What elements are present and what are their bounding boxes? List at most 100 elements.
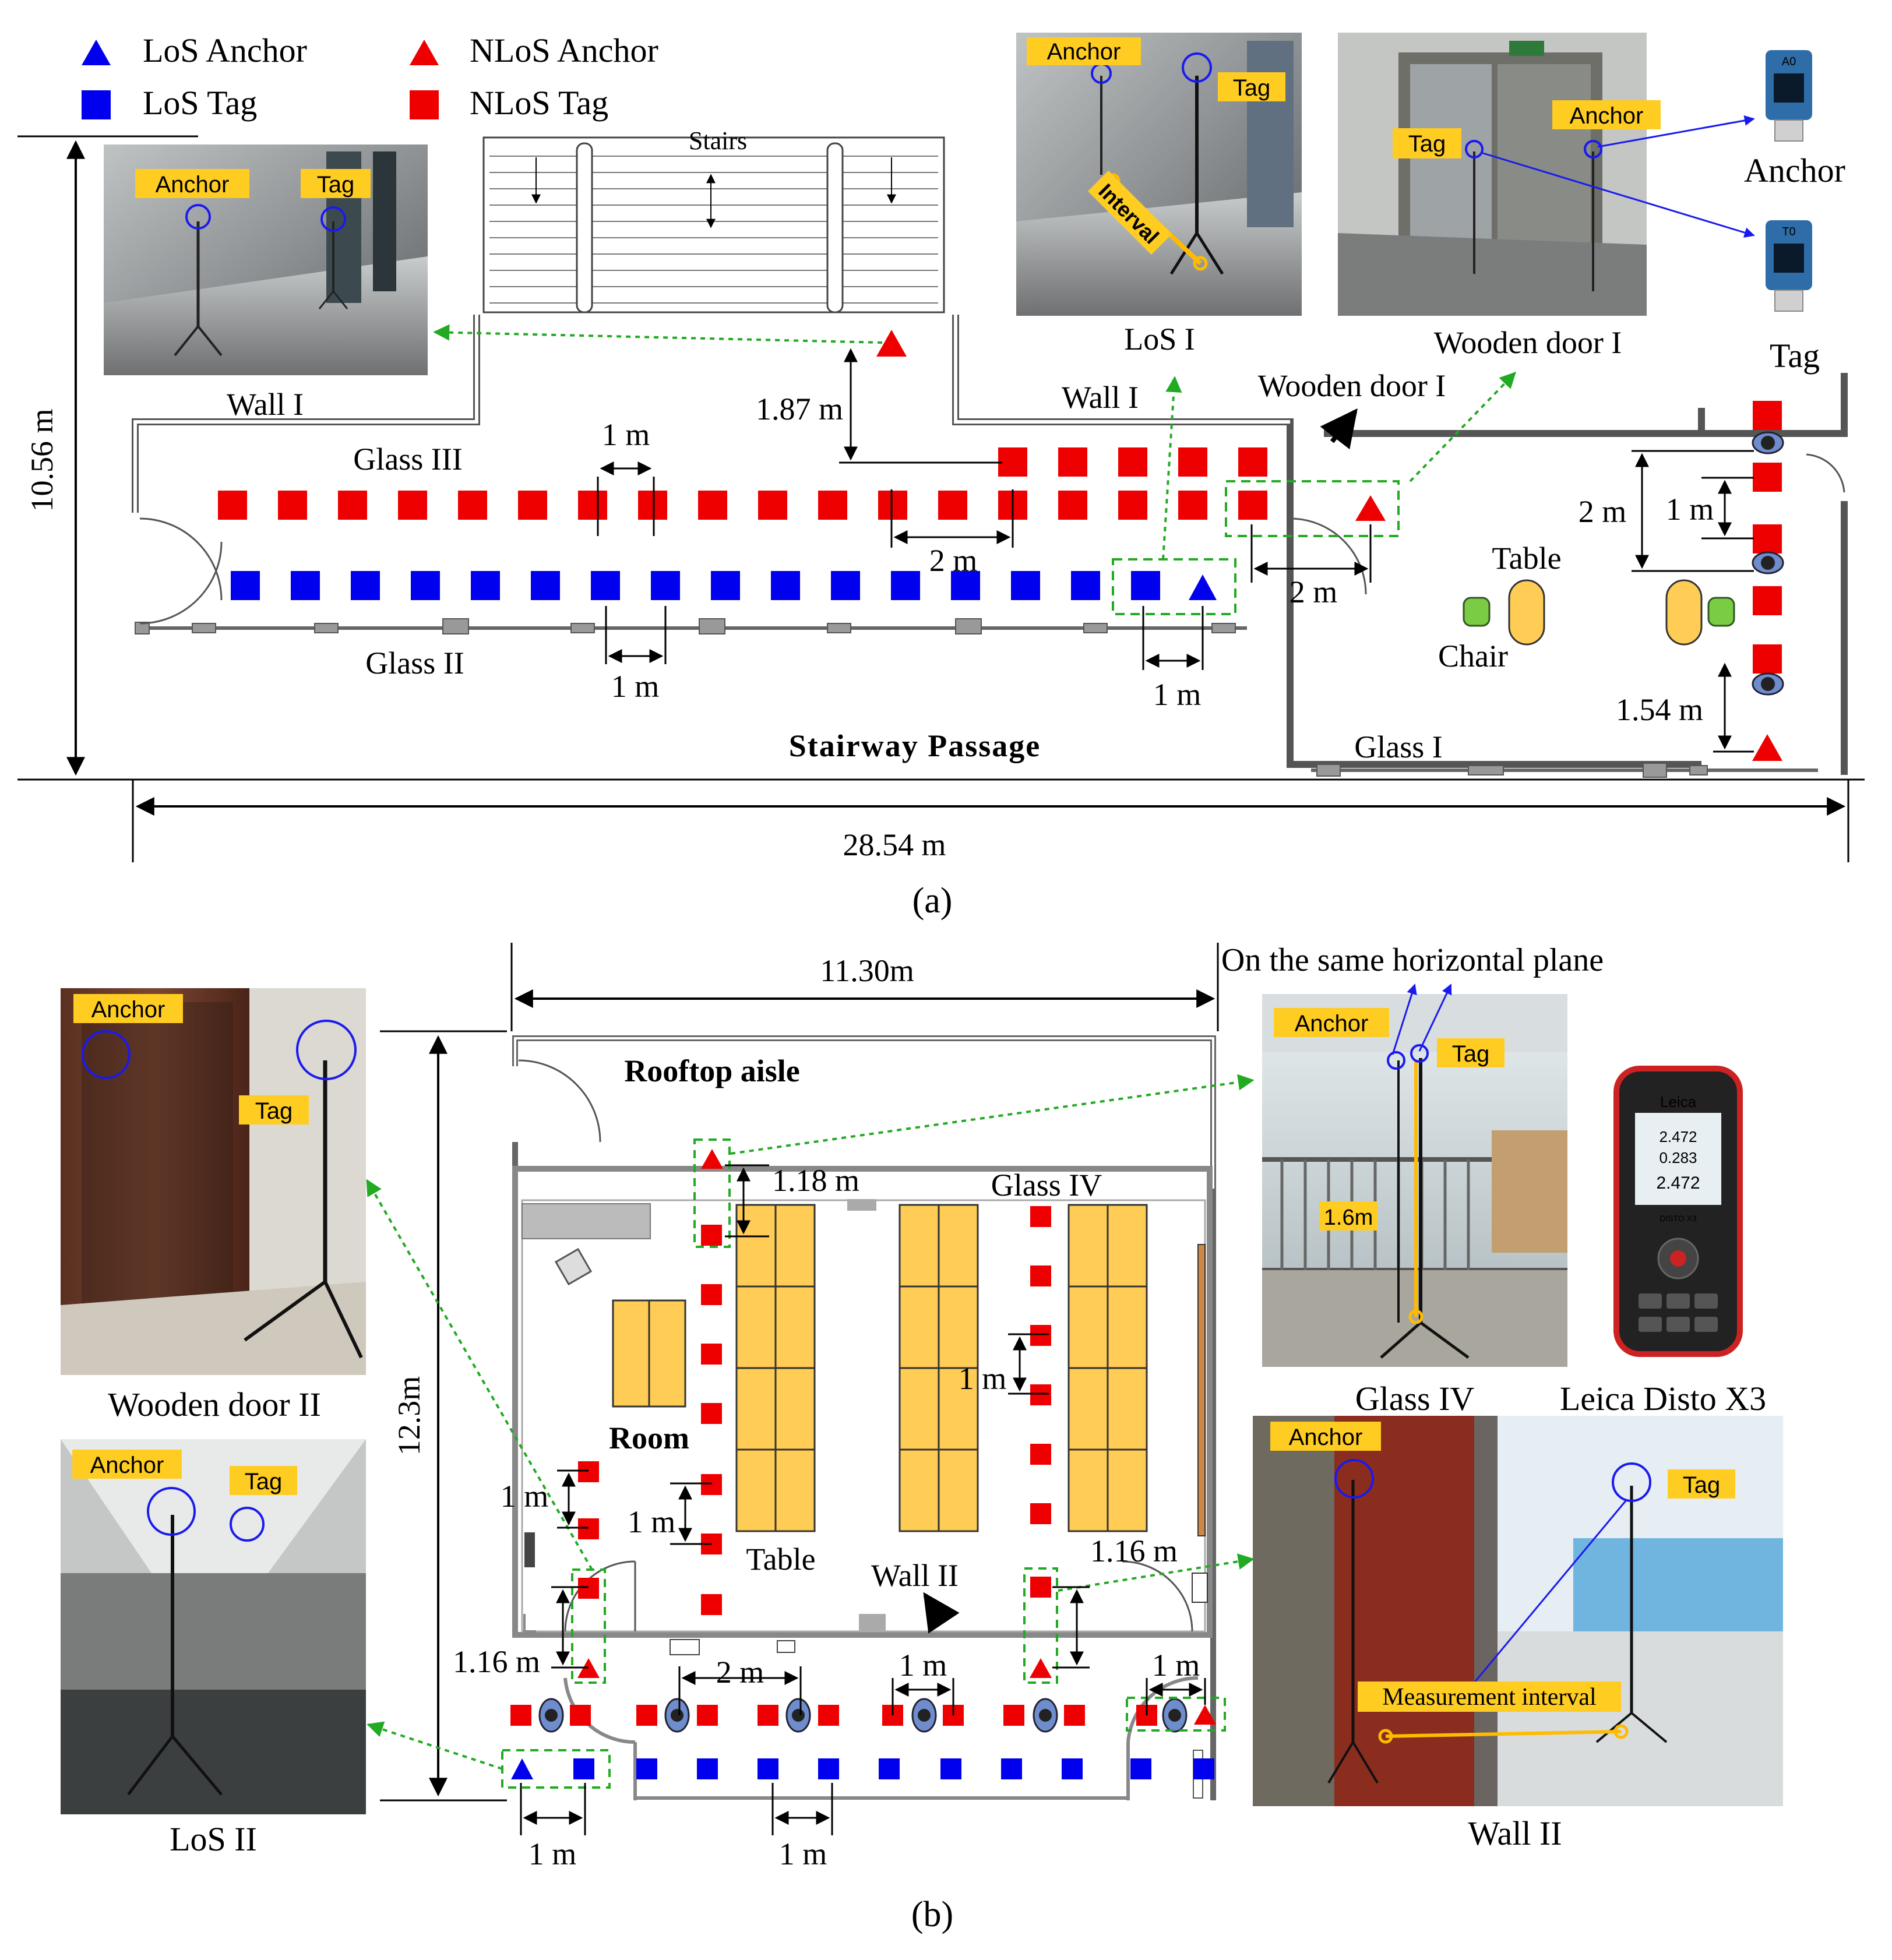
wall1-anchor-tag: Anchor bbox=[156, 172, 230, 198]
nlos-anchor-glass1 bbox=[1752, 734, 1782, 761]
dim-1m-top: 1 m bbox=[602, 417, 650, 452]
legend-los-tag: LoS Tag bbox=[143, 84, 257, 122]
glass2-label: Glass II bbox=[365, 646, 464, 681]
leica-reading2: 0.283 bbox=[1659, 1149, 1697, 1166]
photo-los1: Interval Anchor Tag LoS I bbox=[1016, 33, 1302, 357]
glass3-label: Glass III bbox=[353, 442, 462, 477]
stairs-label: Stairs bbox=[689, 126, 747, 155]
glass4-tag-tag: Tag bbox=[1452, 1041, 1490, 1067]
wooden1-caption: Wooden door I bbox=[1434, 325, 1622, 360]
dim-1m-aisle2: 1 m bbox=[1152, 1648, 1200, 1683]
person-icons-panel-b bbox=[538, 1698, 1188, 1733]
dim-1m-bot1: 1 m bbox=[529, 1836, 577, 1871]
height-b-label: 12.3m bbox=[392, 1376, 427, 1456]
tag-chip-label: T0 bbox=[1782, 225, 1795, 238]
nlos-anchor bbox=[876, 330, 907, 357]
height-dimension-label: 10.56 m bbox=[24, 408, 59, 512]
width-b-label: 11.30m bbox=[820, 953, 914, 988]
dim-118: 1.18 m bbox=[772, 1163, 859, 1198]
width-dimension-label: 28.54 m bbox=[843, 827, 946, 862]
dim-154: 1.54 m bbox=[1616, 692, 1703, 727]
los-tag-legend-icon bbox=[82, 90, 111, 119]
leica-brand: Leica bbox=[1660, 1093, 1697, 1111]
los1-tag-tag: Tag bbox=[1233, 75, 1271, 101]
glass4-label: Glass IV bbox=[991, 1168, 1102, 1203]
wall2-label: Wall II bbox=[871, 1558, 959, 1593]
los-anchor bbox=[1189, 574, 1217, 600]
panel-b-floorplan: 11.30m 12.3m Rooftop aisle bbox=[61, 942, 1783, 1934]
anchor-chip-label: A0 bbox=[1782, 55, 1796, 68]
device-tag-caption: Tag bbox=[1770, 337, 1820, 375]
person-icons-panel-a bbox=[1752, 431, 1784, 696]
wall2-tag-tag: Tag bbox=[1683, 1472, 1721, 1498]
table-b-label: Table bbox=[746, 1542, 815, 1577]
room-label: Room bbox=[609, 1420, 689, 1455]
photo-glass4: Anchor Tag 1.6m On the same horizontal p… bbox=[1221, 942, 1604, 1418]
los2-caption: LoS II bbox=[170, 1820, 257, 1858]
wooden2-anchor-tag: Anchor bbox=[91, 997, 165, 1023]
photo-wooden-door2: Anchor Tag Wooden door II bbox=[61, 988, 366, 1423]
wall2-caption: Wall II bbox=[1468, 1814, 1562, 1852]
los-anchor-b bbox=[511, 1758, 533, 1779]
nlos-anchor-b-right bbox=[1030, 1658, 1052, 1678]
wooden1-tag-tag: Tag bbox=[1408, 131, 1446, 157]
device-anchor-caption: Anchor bbox=[1744, 151, 1845, 189]
wall1-tag-tag: Tag bbox=[317, 172, 355, 198]
table-and-chairs bbox=[1463, 579, 1735, 646]
panel-a-floorplan: 10.56 m 28.54 m bbox=[17, 33, 1865, 921]
leica-caption: Leica Disto X3 bbox=[1560, 1380, 1766, 1418]
los-tags-panel-a bbox=[231, 571, 1160, 600]
dim-116-left: 1.16 m bbox=[453, 1644, 540, 1679]
panel-b-caption: (b) bbox=[911, 1895, 953, 1934]
glass1-label: Glass I bbox=[1354, 729, 1442, 764]
dim-187: 1.87 m bbox=[756, 392, 843, 426]
panel-a-caption: (a) bbox=[912, 881, 953, 921]
table-label: Table bbox=[1492, 541, 1561, 576]
dim-1m-los: 1 m bbox=[1153, 677, 1202, 712]
leica-reading1: 2.472 bbox=[1659, 1128, 1697, 1145]
photo-los2: Anchor Tag LoS II bbox=[61, 1439, 366, 1858]
photo-wall1: Anchor Tag bbox=[104, 144, 428, 375]
dim-1m-right: 1 m bbox=[1666, 492, 1714, 527]
dim-1m-mid-b: 1 m bbox=[628, 1504, 676, 1539]
wall1-left-label: Wall I bbox=[227, 387, 304, 422]
photo-wall2: Anchor Tag Measurement interval Wall II bbox=[1253, 1416, 1783, 1852]
legend: LoS Anchor LoS Tag NLoS Anchor NLoS Tag bbox=[82, 31, 658, 122]
dim-1m-bottom: 1 m bbox=[611, 669, 660, 704]
legend-nlos-anchor: NLoS Anchor bbox=[470, 31, 658, 69]
glass4-anchor-tag: Anchor bbox=[1295, 1011, 1369, 1037]
wall1-right-label: Wall I bbox=[1062, 380, 1139, 415]
dim-2m-aisle: 2 m bbox=[716, 1655, 764, 1690]
walls-panel-a bbox=[132, 315, 1848, 775]
los2-tag-tag: Tag bbox=[245, 1469, 283, 1494]
nlos-anchor-b-top bbox=[701, 1149, 723, 1169]
los-tags-panel-b bbox=[573, 1758, 1214, 1779]
los1-caption: LoS I bbox=[1124, 322, 1195, 357]
wooden-door1-label: Wooden door I bbox=[1258, 368, 1446, 403]
uwb-device-anchor: A0 Anchor bbox=[1744, 50, 1845, 189]
nlos-tags-panel-b bbox=[510, 1206, 1157, 1726]
same-plane-label: On the same horizontal plane bbox=[1221, 942, 1604, 978]
photo-leica-disto: Leica 2.472 0.283 2.472 DISTO X3 Leica D… bbox=[1560, 1066, 1766, 1418]
dim-116-right: 1.16 m bbox=[1090, 1534, 1178, 1568]
nlos-anchor-b-aisle bbox=[1194, 1705, 1216, 1725]
wooden2-caption: Wooden door II bbox=[108, 1386, 321, 1423]
glass4-caption: Glass IV bbox=[1355, 1380, 1475, 1418]
los-anchor-legend-icon bbox=[82, 40, 111, 65]
los2-anchor-tag: Anchor bbox=[90, 1453, 164, 1478]
wooden2-tag-tag: Tag bbox=[255, 1098, 293, 1124]
legend-nlos-tag: NLoS Tag bbox=[470, 84, 608, 122]
dim-1m-bot2: 1 m bbox=[779, 1836, 827, 1871]
leica-reading3: 2.472 bbox=[1656, 1173, 1700, 1193]
leica-model: DISTO X3 bbox=[1660, 1214, 1697, 1223]
room: Room Table Wall II Glass IV bbox=[512, 1166, 1213, 1655]
legend-los-anchor: LoS Anchor bbox=[143, 31, 307, 69]
nlos-anchor-legend-icon bbox=[410, 40, 439, 65]
nlos-tags-panel-a bbox=[218, 401, 1782, 674]
rooftop-aisle-label: Rooftop aisle bbox=[624, 1053, 799, 1088]
stairs: Stairs bbox=[482, 126, 945, 313]
dim-2m-right: 2 m bbox=[1579, 494, 1627, 529]
wooden1-anchor-tag: Anchor bbox=[1570, 103, 1644, 129]
nlos-tag-legend-icon bbox=[410, 90, 439, 119]
los1-anchor-tag: Anchor bbox=[1047, 39, 1121, 65]
